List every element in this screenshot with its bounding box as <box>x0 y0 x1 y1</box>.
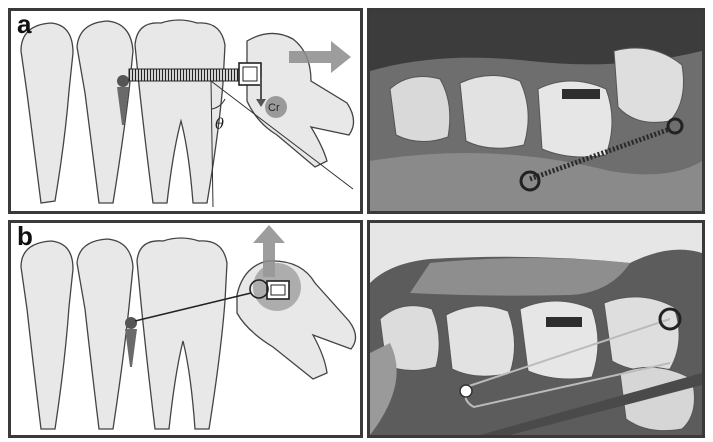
coil-spring <box>129 69 239 81</box>
panel-a-photo <box>367 8 705 214</box>
panel-b-label: b <box>17 223 33 249</box>
panel-b-diagram: b <box>8 220 363 438</box>
panel-a-drawing: Cr θ <box>11 11 360 211</box>
photo-tooth-4 <box>614 48 684 122</box>
bracket <box>267 281 289 299</box>
mini-screw-head <box>117 75 129 87</box>
panel-b-photo-drawing <box>370 223 702 435</box>
bracket <box>239 63 261 85</box>
tooth-premolar-1 <box>21 241 73 429</box>
panel-a-diagram: Cr θ a <box>8 8 363 214</box>
photo-screw-head <box>460 385 472 397</box>
mini-screw-head <box>125 317 137 329</box>
photo-band <box>562 89 600 99</box>
tooth-premolar-1 <box>21 23 73 203</box>
mini-screw-body <box>125 329 137 367</box>
tooth-premolar-2 <box>77 239 133 429</box>
photo-tooth-1 <box>390 77 450 142</box>
panel-a-label: a <box>17 11 31 37</box>
panel-a-photo-drawing <box>370 11 702 211</box>
panel-b-photo <box>367 220 705 438</box>
panel-b-drawing <box>11 223 360 435</box>
photo-tooth-3 <box>520 301 598 379</box>
photo-tooth-2 <box>460 75 528 148</box>
cr-label: Cr <box>268 102 280 114</box>
angle-label: θ <box>215 115 224 133</box>
tooth-first-molar <box>137 238 227 429</box>
photo-tooth-2 <box>446 306 515 376</box>
photo-band <box>546 317 582 327</box>
